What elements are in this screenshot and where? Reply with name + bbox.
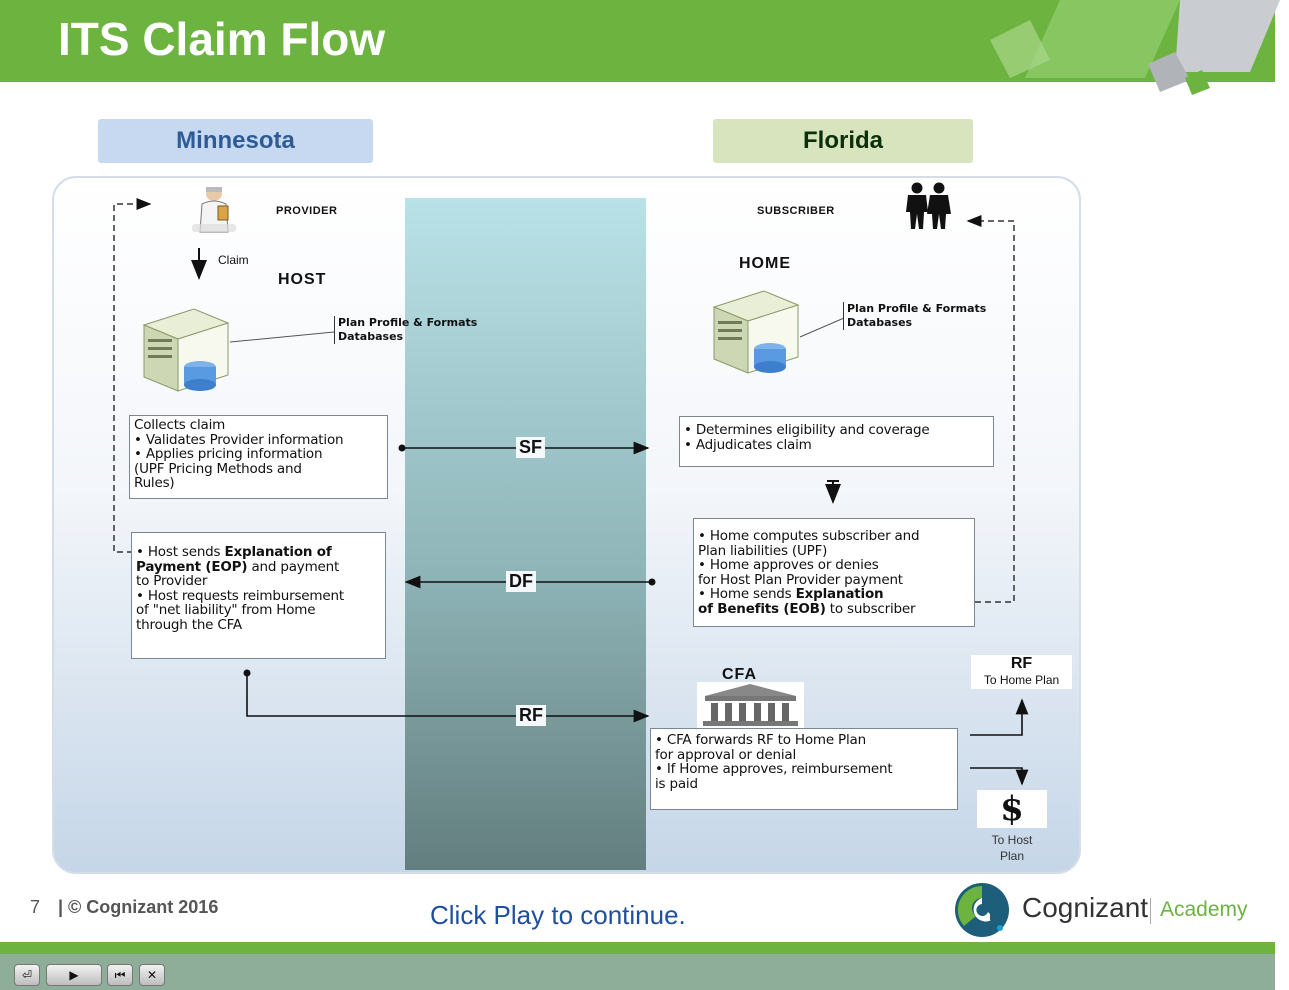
host-db-label: Plan Profile & Formats Databases [334,316,477,344]
home-compute-text-2: to subscriber [825,600,916,617]
home-compute-eob-bold: Explanation of Benefits (EOB) [698,586,884,617]
rewind-icon: ⏮ [114,968,126,982]
academy-logo-text: Academy [1160,898,1248,921]
logo-separator [1150,898,1151,924]
footer-green-bar [0,942,1275,954]
rf-box-title: RF [1010,655,1033,672]
header-decoration [990,0,1280,95]
subscriber-people-icon [906,182,951,229]
play-icon: ▶ [69,968,79,982]
home-determine-box: • Determines eligibility and coverage • … [679,416,994,467]
state-label-florida: Florida [713,119,973,163]
slide-title: ITS Claim Flow [58,13,386,65]
cfa-box: • CFA forwards RF to Home Plan for appro… [650,728,958,810]
exit-button[interactable]: ⏎ [14,964,40,986]
home-compute-text-1: • Home computes subscriber and Plan liab… [698,528,920,602]
cognizant-logo-icon [955,883,1009,937]
home-compute-box: • Home computes subscriber and Plan liab… [693,518,975,627]
exit-icon: ⏎ [21,968,33,982]
page-number: 7 [30,897,41,917]
claim-label: Claim [218,253,249,267]
cfa-bank-icon [697,682,804,728]
flow-label-df: DF [506,571,536,592]
its-channel-band [405,198,646,870]
dollar-icon: $ [977,790,1047,828]
copyright-text: | © Cognizant 2016 [58,897,219,917]
host-collect-claim-box: Collects claim • Validates Provider info… [129,415,388,499]
play-button[interactable]: ▶ [46,964,102,986]
flow-label-sf: SF [516,437,546,458]
flow-label-rf: RF [516,705,546,726]
home-db-label: Plan Profile & Formats Databases [843,302,986,330]
provider-doctor-icon [192,187,236,233]
home-label: HOME [739,255,791,272]
host-eop-box: • Host sends Explanation of Payment (EOP… [131,532,386,659]
player-toolbar [0,954,1275,990]
rewind-button[interactable]: ⏮ [107,964,133,986]
to-host-plan-label: To Host Plan [991,833,1033,863]
host-eop-text-2: and payment to Provider • Host requests … [136,558,344,633]
home-server-icon [712,290,800,374]
state-label-minnesota: Minnesota [98,119,373,163]
provider-label: PROVIDER [276,205,338,217]
rf-to-home-plan-box: RF To Home Plan [971,655,1072,689]
play-prompt: Click Play to continue. [430,900,686,930]
subscriber-label: SUBSCRIBER [757,205,835,217]
host-server-icon [142,308,230,392]
rf-box-subtitle: To Home Plan [983,673,1060,687]
host-eop-text-1: • Host sends [136,544,225,560]
host-label: HOST [278,271,327,288]
host-eop-bold: Explanation of Payment (EOP) [136,544,332,575]
close-icon: ✕ [146,968,158,982]
cfa-label: CFA [722,666,757,683]
close-button[interactable]: ✕ [139,964,165,986]
cognizant-logo-text: Cognizant [1022,892,1149,923]
